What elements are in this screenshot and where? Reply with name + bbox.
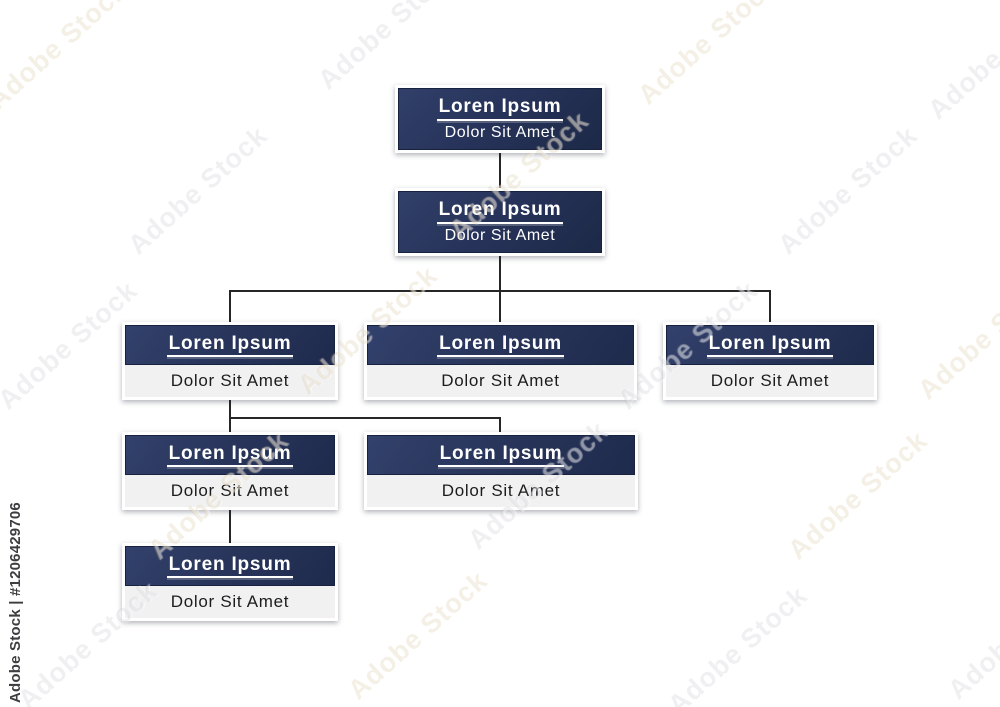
- org-node-level1: Loren Ipsum Dolor Sit Amet: [395, 85, 605, 153]
- connector-line: [229, 510, 231, 543]
- org-node-title-bar: Loren Ipsum: [666, 325, 874, 365]
- org-node-subtitle: Dolor Sit Amet: [170, 481, 290, 500]
- org-node-title: Loren Ipsum: [437, 333, 564, 358]
- org-node-level3-a: Loren Ipsum Dolor Sit Amet: [122, 322, 338, 400]
- connector-line: [499, 417, 501, 432]
- org-node-title: Loren Ipsum: [436, 96, 564, 121]
- org-node-level2-panel: Loren Ipsum Dolor Sit Amet: [398, 191, 602, 253]
- org-node-body: Dolor Sit Amet: [367, 475, 635, 507]
- connector-line: [769, 290, 771, 322]
- adobe-stock-watermark-tile: Adobe Stock: [342, 565, 494, 706]
- org-node-title: Loren Ipsum: [706, 333, 834, 358]
- org-node-level3-c: Loren Ipsum Dolor Sit Amet: [663, 322, 877, 400]
- org-node-title-bar: Loren Ipsum: [367, 325, 634, 365]
- org-node-body: Dolor Sit Amet: [125, 365, 335, 397]
- adobe-stock-watermark-tile: Adobe Stock: [912, 265, 1000, 406]
- org-node-title: Loren Ipsum: [436, 199, 564, 224]
- org-node-level3-b: Loren Ipsum Dolor Sit Amet: [364, 322, 637, 400]
- connector-line: [229, 400, 231, 432]
- adobe-stock-watermark-tile: Adobe Stock: [782, 425, 934, 566]
- adobe-stock-watermark-tile: Adobe Stock: [0, 0, 134, 116]
- org-node-body: Dolor Sit Amet: [666, 365, 874, 397]
- org-node-body: Dolor Sit Amet: [125, 586, 335, 618]
- org-node-title-bar: Loren Ipsum: [125, 325, 335, 365]
- org-node-title: Loren Ipsum: [437, 443, 565, 468]
- connector-line: [229, 417, 501, 419]
- org-node-title: Loren Ipsum: [166, 554, 294, 579]
- org-node-title: Loren Ipsum: [166, 333, 294, 358]
- org-node-body: Dolor Sit Amet: [125, 475, 335, 507]
- org-node-subtitle: Dolor Sit Amet: [444, 226, 556, 244]
- adobe-stock-watermark-tile: Adobe Stock: [662, 580, 814, 707]
- adobe-stock-watermark-tile: Adobe Stock: [312, 0, 464, 96]
- org-node-level5-a: Loren Ipsum Dolor Sit Amet: [122, 543, 338, 621]
- org-node-subtitle: Dolor Sit Amet: [170, 371, 290, 390]
- connector-line: [229, 290, 231, 322]
- stock-id-watermark: Adobe Stock | #1206429706: [7, 502, 24, 703]
- connector-line: [229, 290, 771, 292]
- connector-line: [499, 153, 501, 188]
- connector-line: [499, 256, 501, 322]
- adobe-stock-watermark-tile: Adobe Stock: [632, 0, 784, 111]
- adobe-stock-watermark-tile: Adobe Stock: [942, 565, 1000, 706]
- org-node-level4-b: Loren Ipsum Dolor Sit Amet: [364, 432, 638, 510]
- org-node-subtitle: Dolor Sit Amet: [441, 481, 561, 500]
- adobe-stock-watermark-tile: Adobe Stock: [772, 120, 924, 261]
- org-node-title-bar: Loren Ipsum: [125, 546, 335, 586]
- org-node-title-bar: Loren Ipsum: [367, 435, 635, 475]
- org-node-title-bar: Loren Ipsum: [125, 435, 335, 475]
- adobe-stock-watermark-tile: Adobe Stock: [922, 0, 1000, 126]
- org-node-level4-a: Loren Ipsum Dolor Sit Amet: [122, 432, 338, 510]
- org-node-subtitle: Dolor Sit Amet: [170, 592, 290, 611]
- org-node-level1-panel: Loren Ipsum Dolor Sit Amet: [398, 88, 602, 150]
- org-node-subtitle: Dolor Sit Amet: [441, 371, 560, 390]
- org-node-level2: Loren Ipsum Dolor Sit Amet: [395, 188, 605, 256]
- org-node-subtitle: Dolor Sit Amet: [444, 123, 556, 141]
- org-node-subtitle: Dolor Sit Amet: [710, 371, 830, 390]
- org-node-body: Dolor Sit Amet: [367, 365, 634, 397]
- org-node-title: Loren Ipsum: [166, 443, 294, 468]
- adobe-stock-watermark-tile: Adobe Stock: [122, 120, 274, 261]
